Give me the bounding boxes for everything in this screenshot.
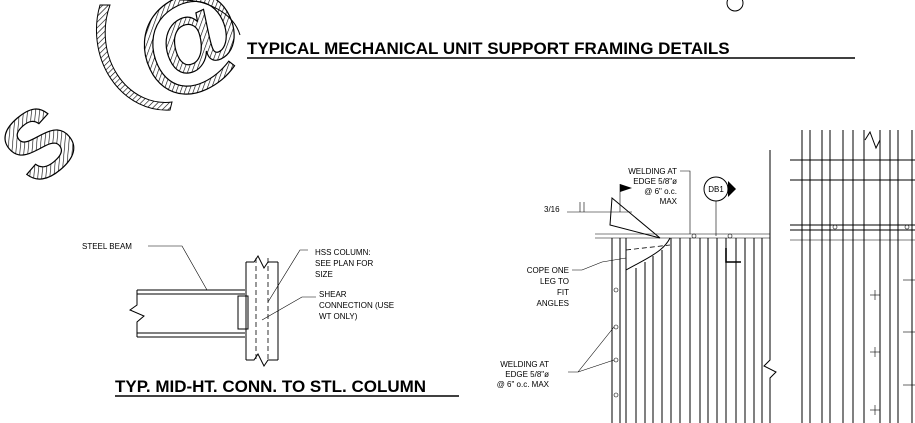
weld-bot-1: WELDING AT: [500, 360, 549, 369]
label-shear-3: WT ONLY): [319, 312, 358, 321]
detail-far-right-elevation: [790, 130, 915, 423]
symbol-circle: [726, 0, 744, 12]
watermark-letter: S: [0, 83, 98, 205]
section-tag-label: DB1: [708, 185, 724, 194]
label-hss-column-2: SEE PLAN FOR: [315, 259, 373, 268]
detail-unit-support-section: 3/16 DB1 WELDING AT EDGE 5/8"ø @ 6" o.c.…: [497, 150, 777, 423]
watermark: @ S: [0, 0, 263, 206]
vertical-members: [635, 238, 763, 423]
label-steel-beam: STEEL BEAM: [82, 242, 132, 251]
weld-top-4: MAX: [660, 197, 678, 206]
cope-1: COPE ONE: [527, 266, 569, 275]
cope-2: LEG TO: [540, 277, 569, 286]
detail-title-left: TYP. MID-HT. CONN. TO STL. COLUMN: [115, 377, 426, 396]
weld-top-2: EDGE 5/8"ø: [633, 177, 677, 186]
label-shear-1: SHEAR: [319, 290, 347, 299]
weld-top-1: WELDING AT: [628, 167, 677, 176]
weld-bot-2: EDGE 5/8"ø: [505, 370, 549, 379]
label-hss-column-1: HSS COLUMN:: [315, 248, 371, 257]
watermark-ring: [96, 4, 173, 111]
label-shear-2: CONNECTION (USE: [319, 301, 394, 310]
weld-top-3: @ 6" o.c.: [644, 187, 677, 196]
detail-mid-height-connection: STEEL BEAM HSS COLUMN: SEE PLAN FOR SIZE…: [82, 242, 459, 397]
sheet-title: TYPICAL MECHANICAL UNIT SUPPORT FRAMING …: [247, 39, 730, 58]
weld-size-label: 3/16: [544, 205, 560, 214]
cope-4: ANGLES: [537, 299, 569, 308]
cope-3: FIT: [557, 288, 569, 297]
label-hss-column-3: SIZE: [315, 270, 333, 279]
weld-bot-3: @ 6" o.c. MAX: [497, 380, 550, 389]
watermark-ring-outer: [180, 0, 241, 36]
